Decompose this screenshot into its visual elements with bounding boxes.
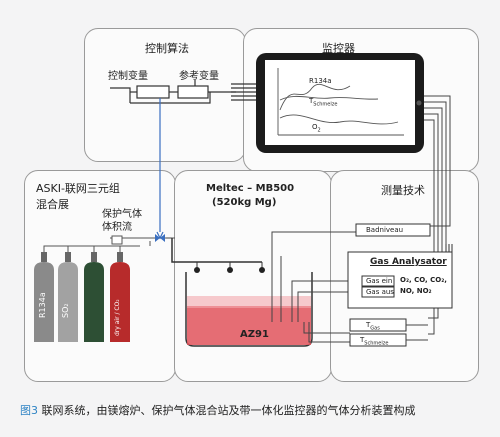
tschmelze-label: TSchmelze <box>360 336 389 347</box>
gas-analysator-label: Gas Analysator <box>370 257 447 267</box>
mixing-title-line2: 混合展 <box>36 198 69 211</box>
furnace-title: Meltec – MB500 <box>206 183 295 194</box>
caption-text: 联网系统，由镁熔炉、保护气体混合站及带一体化监控器的气体分析装置构成 <box>41 404 416 417</box>
control-title: 控制算法 <box>145 42 189 55</box>
tablet-screen <box>265 60 415 145</box>
gas-aus-label: Gas aus <box>366 288 394 296</box>
figure-caption: 图3 联网系统，由镁熔炉、保护气体混合站及带一体化监控器的气体分析装置构成 <box>20 405 416 416</box>
tgas-label: TGas <box>366 321 380 332</box>
cylinder-label-so2: SO₂ <box>61 303 70 318</box>
curve-r134a-label: R134a <box>309 77 332 85</box>
melt-label: AZ91 <box>240 329 269 340</box>
caption-prefix: 图3 <box>20 404 38 417</box>
furnace-subtitle: (520kg Mg) <box>212 197 277 208</box>
measurement-title: 测量技术 <box>381 184 425 197</box>
cylinder-label-r134a: R134a <box>38 292 47 318</box>
flow-label-line2: 体积流 <box>102 222 132 233</box>
furnace <box>166 237 313 347</box>
gases-list-line2: NO, NO₂ <box>400 287 432 295</box>
gas-cylinders <box>34 252 130 342</box>
cylinder-label-dry-air: dry air / CO₂ <box>114 299 121 336</box>
badniveau-box <box>355 223 431 237</box>
flow-label-line1: 保护气体 <box>102 209 142 220</box>
badniveau-label: Badniveau <box>366 226 404 234</box>
control-variable-label: 控制变量 <box>108 71 148 82</box>
monitor-title: 监控器 <box>322 42 355 55</box>
mixing-title-line1: ASKI-联网三元组 <box>36 182 120 195</box>
curve-o2-label: O2 <box>312 123 321 134</box>
gas-ein-label: Gas ein <box>366 277 393 285</box>
reference-variable-label: 参考变量 <box>179 71 219 82</box>
gases-list-line1: O₂, CO, CO₂, <box>400 276 447 284</box>
curve-tschmelze-label: TSchmelze <box>309 97 338 108</box>
